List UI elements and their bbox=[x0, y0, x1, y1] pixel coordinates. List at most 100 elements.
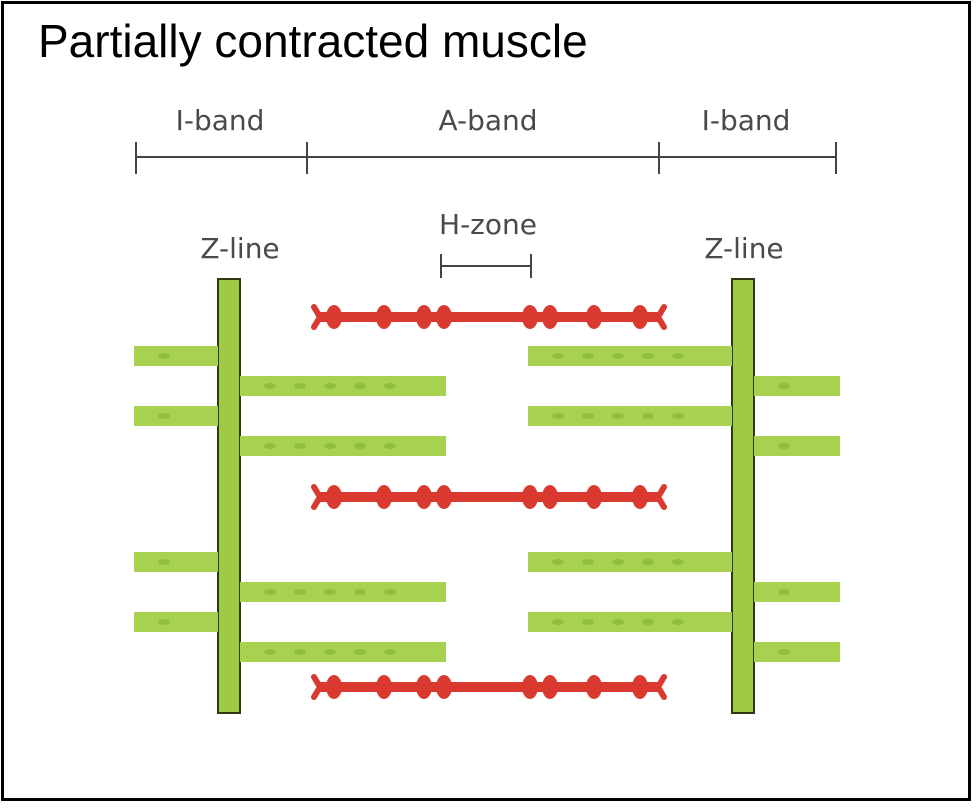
thin-filament-texture bbox=[552, 353, 564, 359]
myosin-head bbox=[376, 675, 392, 699]
myosin-head bbox=[522, 485, 538, 509]
myosin-head bbox=[376, 485, 392, 509]
thin-filament-texture bbox=[264, 589, 276, 595]
thin-filament-texture bbox=[672, 559, 684, 565]
thin-filament-texture bbox=[778, 589, 790, 595]
thin-filament-texture bbox=[324, 649, 336, 655]
myosin-head bbox=[586, 305, 602, 329]
myosin-head bbox=[416, 675, 432, 699]
thin-filament-texture bbox=[158, 559, 170, 565]
thick-filament-end bbox=[655, 674, 667, 700]
myosin-head bbox=[632, 485, 648, 509]
thin-filament-texture bbox=[642, 413, 654, 419]
sarcomere-diagram bbox=[134, 142, 840, 714]
thin-filament bbox=[240, 376, 446, 396]
thin-filament-texture bbox=[552, 413, 564, 419]
myosin-head bbox=[436, 305, 452, 329]
thick-filament-end bbox=[311, 484, 323, 510]
thin-filament-texture bbox=[672, 413, 684, 419]
thin-filament-texture bbox=[778, 649, 790, 655]
thin-filament bbox=[754, 582, 840, 602]
myosin-head bbox=[436, 485, 452, 509]
thin-filament-texture bbox=[294, 383, 306, 389]
myosin-head bbox=[632, 305, 648, 329]
thin-filament-texture bbox=[354, 649, 366, 655]
thin-filament-texture bbox=[324, 589, 336, 595]
thin-filament-texture bbox=[294, 443, 306, 449]
thin-filament-texture bbox=[384, 383, 396, 389]
myosin-head bbox=[326, 675, 342, 699]
thick-filaments bbox=[311, 304, 667, 700]
thin-filament bbox=[528, 612, 732, 632]
thick-filament-end bbox=[311, 304, 323, 330]
myosin-head bbox=[416, 305, 432, 329]
thin-filament-texture bbox=[582, 619, 594, 625]
thick-filament bbox=[311, 674, 667, 700]
thin-filament-texture bbox=[642, 353, 654, 359]
thin-filament-texture bbox=[672, 619, 684, 625]
thin-filament-texture bbox=[264, 443, 276, 449]
slide-title: Partially contracted muscle bbox=[38, 15, 588, 67]
thin-filament bbox=[528, 406, 732, 426]
thin-filament-texture bbox=[612, 619, 624, 625]
myosin-head bbox=[542, 675, 558, 699]
z-line-right-label: Z-line bbox=[704, 232, 784, 265]
myosin-head bbox=[632, 675, 648, 699]
h-zone-label: H-zone bbox=[439, 208, 537, 241]
myosin-head bbox=[326, 485, 342, 509]
thin-filament-texture bbox=[612, 559, 624, 565]
myosin-head bbox=[522, 675, 538, 699]
thin-filament bbox=[134, 406, 218, 426]
thin-filament-texture bbox=[264, 383, 276, 389]
thick-filament-end bbox=[311, 674, 323, 700]
thin-filament bbox=[134, 346, 218, 366]
thin-filament bbox=[240, 642, 446, 662]
thin-filament-texture bbox=[158, 413, 170, 419]
thin-filament-texture bbox=[642, 559, 654, 565]
thin-filament-texture bbox=[384, 443, 396, 449]
h-zone-dimension bbox=[440, 254, 532, 278]
myosin-head bbox=[522, 305, 538, 329]
i-band-right-label: I-band bbox=[701, 104, 791, 137]
z-line-left bbox=[217, 278, 241, 714]
myosin-head bbox=[542, 305, 558, 329]
thin-filament bbox=[754, 436, 840, 456]
thin-filament-texture bbox=[582, 353, 594, 359]
thin-filament-texture bbox=[294, 649, 306, 655]
thin-filament-texture bbox=[672, 353, 684, 359]
thick-filament bbox=[311, 484, 667, 510]
thin-filament bbox=[754, 376, 840, 396]
thick-filament bbox=[311, 304, 667, 330]
thin-filament-texture bbox=[552, 559, 564, 565]
thin-filament-texture bbox=[612, 413, 624, 419]
i-band-left-label: I-band bbox=[175, 104, 265, 137]
myosin-head bbox=[542, 485, 558, 509]
thin-filament-texture bbox=[354, 443, 366, 449]
band-dimension-lines bbox=[135, 142, 837, 174]
thin-filament-texture bbox=[384, 649, 396, 655]
thin-filament-texture bbox=[642, 619, 654, 625]
thin-filaments bbox=[134, 346, 840, 662]
thin-filament-texture bbox=[582, 559, 594, 565]
myosin-head bbox=[376, 305, 392, 329]
myosin-head bbox=[436, 675, 452, 699]
thin-filament-texture bbox=[354, 589, 366, 595]
myosin-head bbox=[586, 675, 602, 699]
thin-filament-texture bbox=[324, 443, 336, 449]
thin-filament bbox=[240, 436, 446, 456]
thin-filament-texture bbox=[158, 619, 170, 625]
thin-filament-texture bbox=[582, 413, 594, 419]
thin-filament-texture bbox=[264, 649, 276, 655]
thin-filament-texture bbox=[294, 589, 306, 595]
thin-filament-texture bbox=[324, 383, 336, 389]
thin-filament-texture bbox=[778, 383, 790, 389]
thin-filament-texture bbox=[778, 443, 790, 449]
thin-filament bbox=[528, 552, 732, 572]
myosin-head bbox=[586, 485, 602, 509]
thin-filament bbox=[528, 346, 732, 366]
thin-filament-texture bbox=[384, 589, 396, 595]
thick-filament-end bbox=[655, 304, 667, 330]
thick-filament-end bbox=[655, 484, 667, 510]
myosin-head bbox=[326, 305, 342, 329]
